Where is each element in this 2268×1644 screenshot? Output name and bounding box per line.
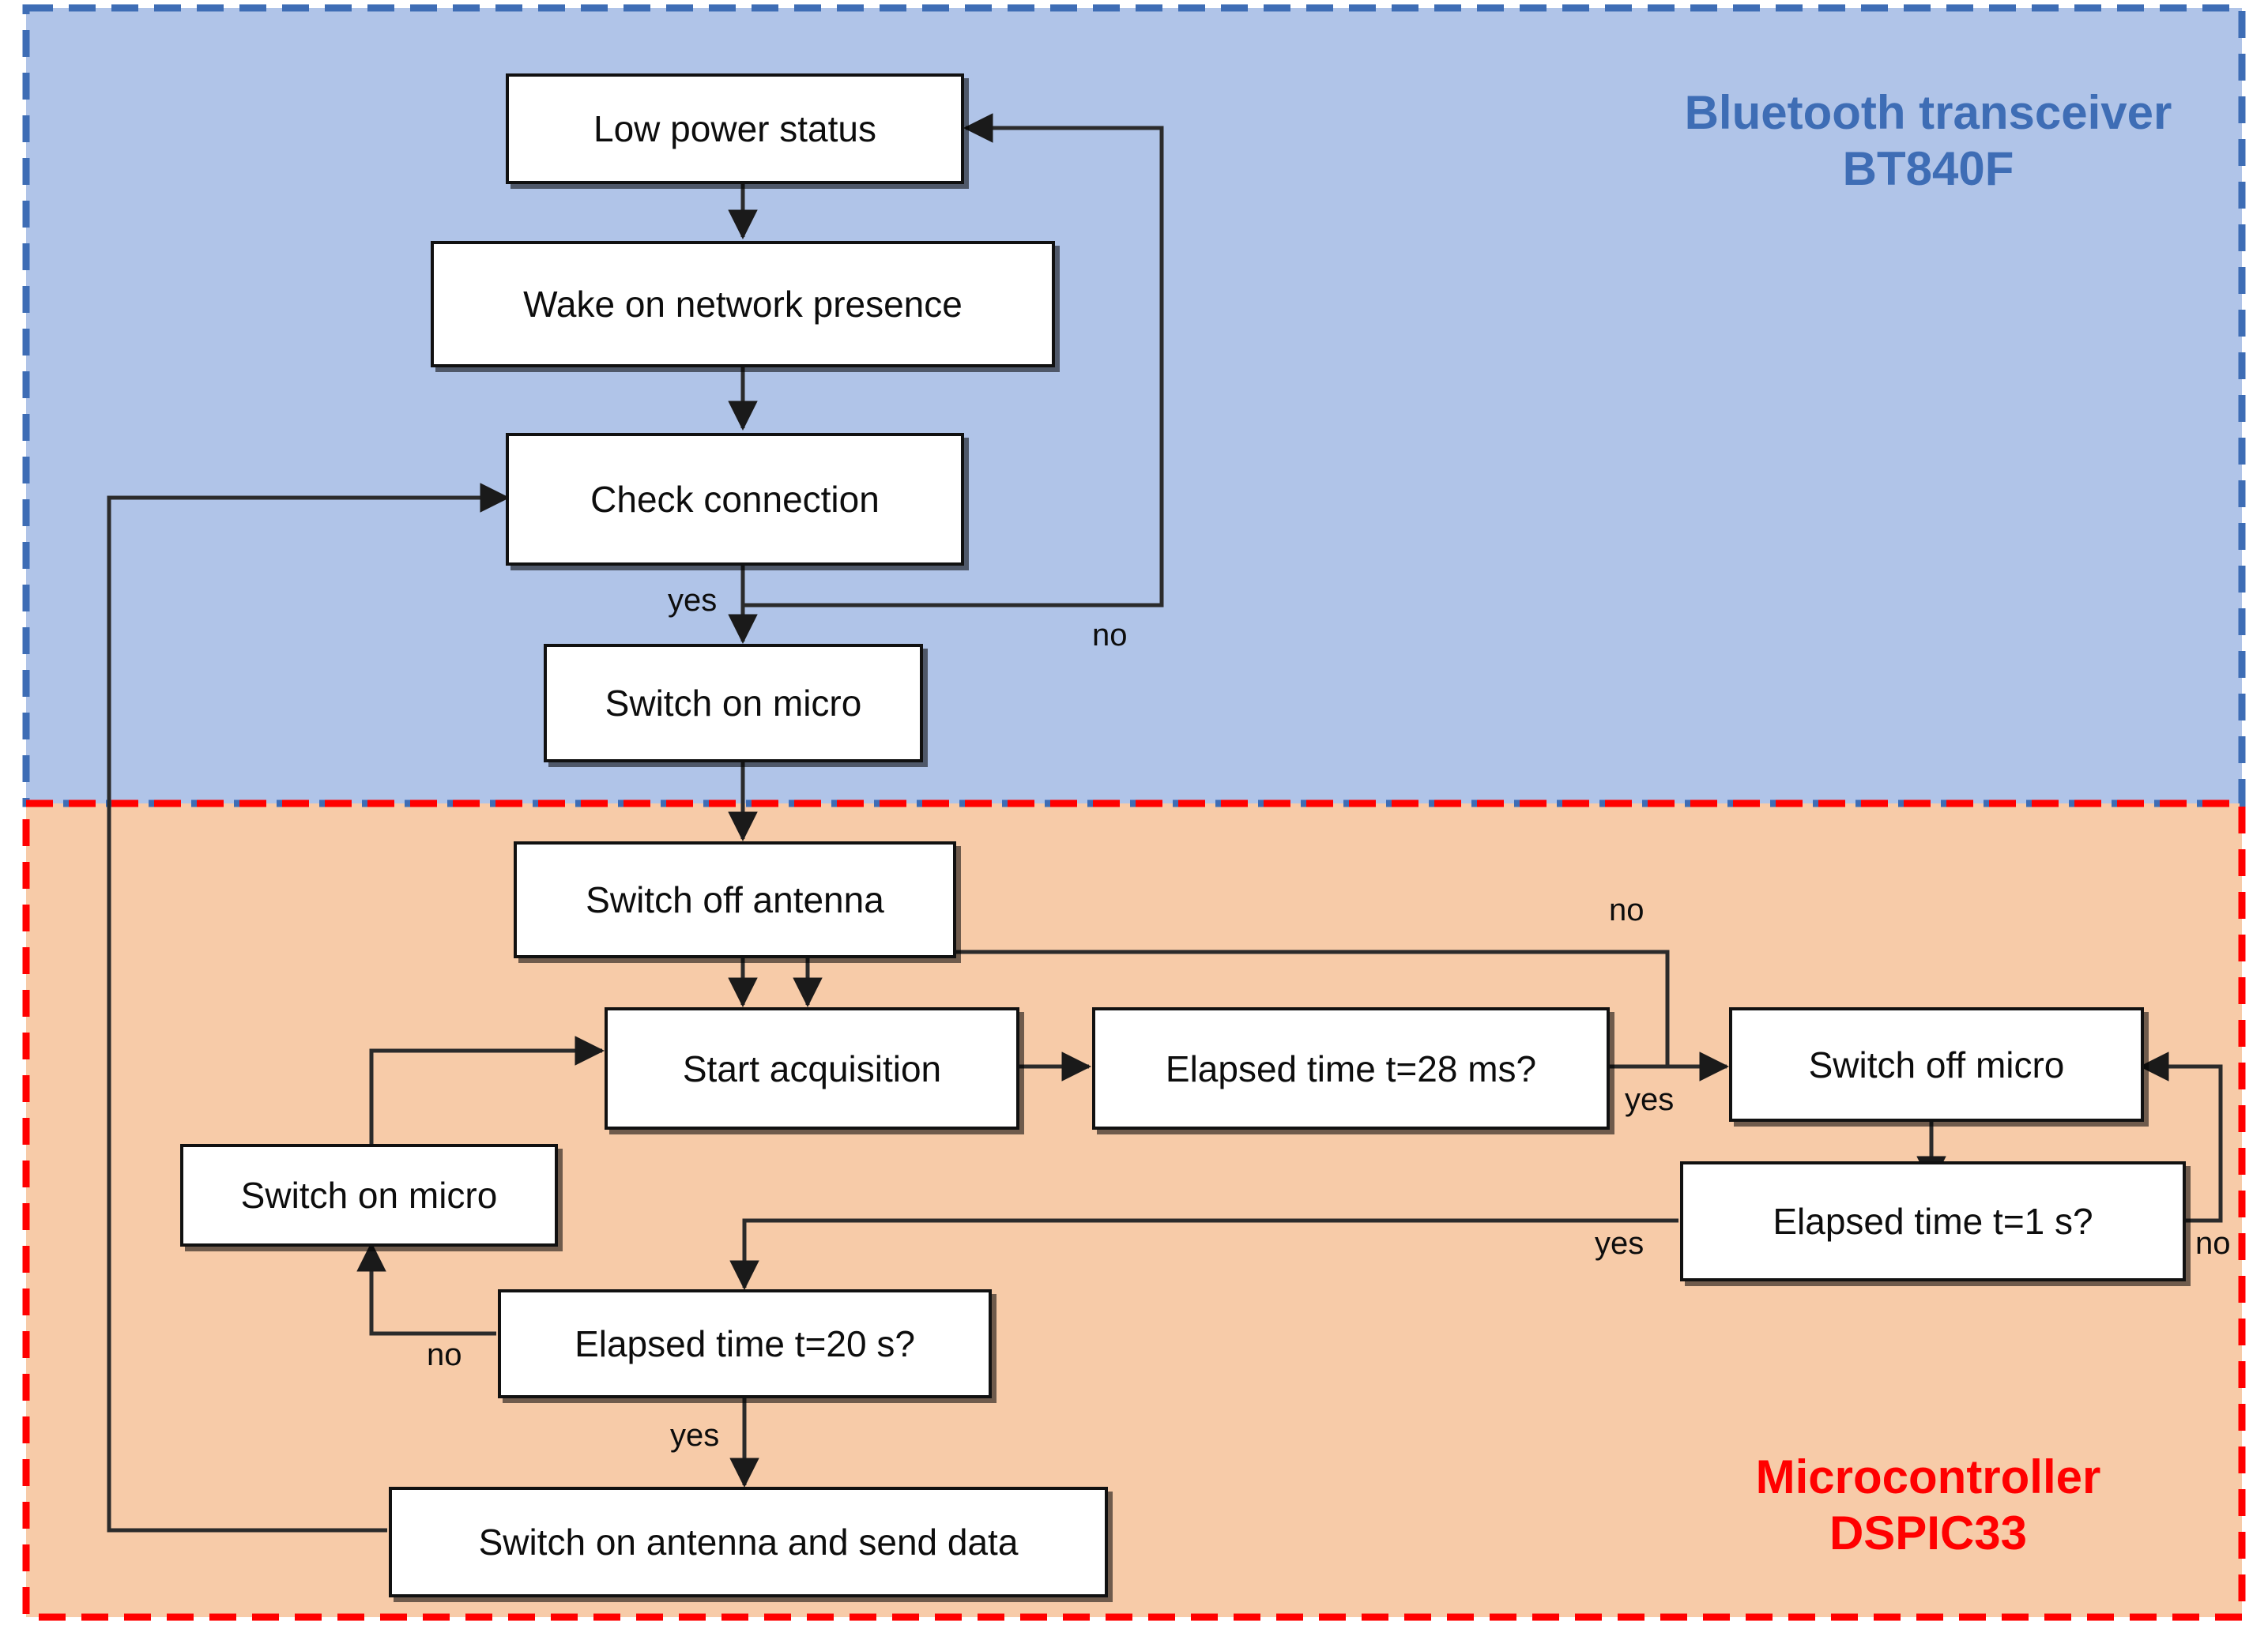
zone-label-bluetooth: Bluetooth transceiver BT840F <box>1684 86 2172 195</box>
node-switch-on-antenna-and-send-data[interactable]: Switch on antenna and send data <box>389 1487 1108 1597</box>
node-switch-on-micro-mcu[interactable]: Switch on micro <box>180 1144 558 1247</box>
node-switch-on-micro-bluetooth[interactable]: Switch on micro <box>544 644 923 762</box>
edge-elapsed20s-no-to-switchonmicro <box>356 1241 496 1336</box>
zone-microcontroller-border <box>22 799 2246 1621</box>
node-check-connection[interactable]: Check connection <box>506 433 964 566</box>
edge-label-elapsed-20s-no: no <box>427 1337 462 1372</box>
edge-label-elapsed-28ms-no: no <box>1609 893 1644 927</box>
edge-label-check-connection-no: no <box>1092 618 1128 653</box>
node-label: Start acquisition <box>682 1048 942 1089</box>
node-label: Switch off micro <box>1808 1044 2065 1085</box>
node-elapsed-time-1s[interactable]: Elapsed time t=1 s? <box>1680 1161 2186 1281</box>
node-label: Switch on micro <box>240 1175 498 1216</box>
node-start-acquisition[interactable]: Start acquisition <box>605 1007 1019 1130</box>
edge-label-elapsed-1s-no: no <box>2195 1226 2231 1261</box>
node-switch-off-antenna[interactable]: Switch off antenna <box>514 841 956 958</box>
edge-elapsed1s-yes-to-elapsed20s <box>729 1218 1678 1291</box>
node-label: Elapsed time t=20 s? <box>575 1323 915 1364</box>
edge-senddata-to-checkconnection <box>107 483 510 1533</box>
node-label: Check connection <box>590 479 880 520</box>
node-low-power-status[interactable]: Low power status <box>506 73 964 184</box>
edge-check-no-to-lowpower <box>743 113 1164 608</box>
node-label: Switch off antenna <box>586 879 884 920</box>
node-label: Elapsed time t=28 ms? <box>1165 1048 1537 1089</box>
edge-label-elapsed-20s-yes: yes <box>670 1418 720 1453</box>
node-wake-on-network-presence[interactable]: Wake on network presence <box>431 241 1055 367</box>
node-elapsed-time-28ms[interactable]: Elapsed time t=28 ms? <box>1092 1007 1610 1130</box>
edge-label-elapsed-28ms-yes: yes <box>1625 1082 1675 1117</box>
node-elapsed-time-20s[interactable]: Elapsed time t=20 s? <box>498 1289 992 1398</box>
zone-label-microcontroller: Microcontroller DSPIC33 <box>1755 1450 2101 1559</box>
zone-bluetooth-fill <box>26 8 2242 803</box>
edge-elapsed1s-no-to-switchoffmicro <box>2138 1051 2223 1223</box>
zone-bluetooth-border <box>22 4 2246 807</box>
edge-label-elapsed-1s-yes: yes <box>1595 1226 1644 1261</box>
edge-label-check-connection-yes: yes <box>668 583 718 618</box>
node-label: Switch on antenna and send data <box>478 1522 1019 1563</box>
node-label: Switch on micro <box>605 683 862 724</box>
node-label: Wake on network presence <box>523 284 963 325</box>
edge-elapsed28ms-no-to-startacq <box>793 950 1670 1067</box>
edge-switchonmicro-mcu-to-startacq <box>369 1036 605 1146</box>
node-label: Low power status <box>593 108 876 149</box>
node-label: Elapsed time t=1 s? <box>1773 1201 2093 1242</box>
node-switch-off-micro[interactable]: Switch off micro <box>1729 1007 2144 1122</box>
